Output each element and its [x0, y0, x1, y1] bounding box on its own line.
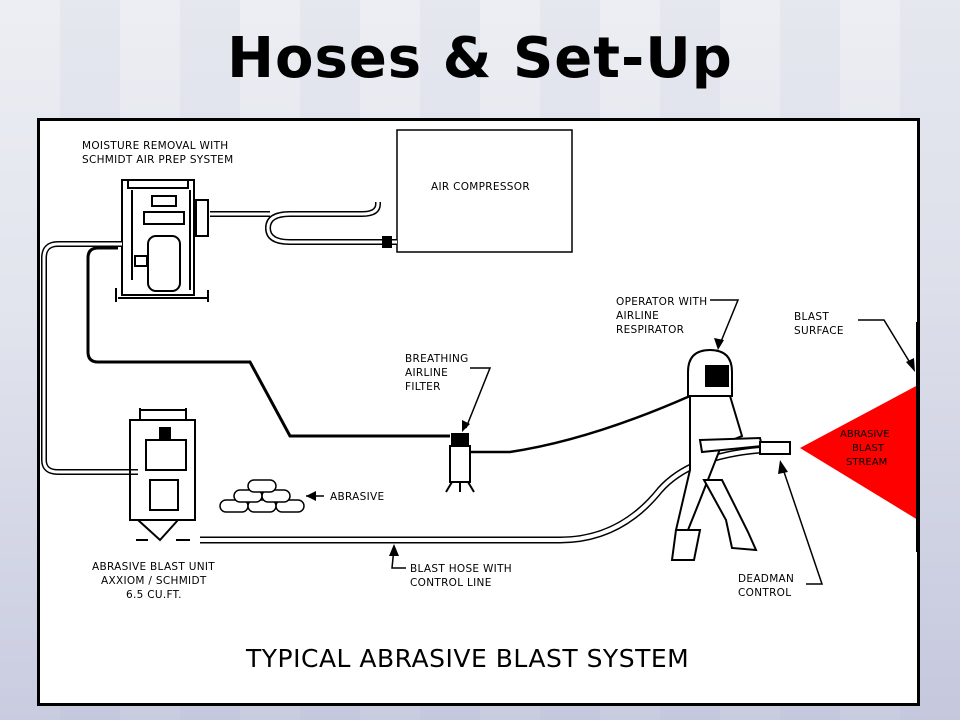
label-moisture-2: SCHMIDT AIR PREP SYSTEM: [82, 154, 233, 166]
breathing-airline-filter: [445, 433, 475, 493]
operator-figure: [670, 348, 764, 561]
air-compressor: [396, 129, 573, 253]
label-hose-2: CONTROL LINE: [410, 577, 492, 589]
label-breathing-2: AIRLINE: [405, 367, 448, 379]
label-unit-3: 6.5 CU.FT.: [126, 589, 182, 601]
label-breathing-1: BREATHING: [405, 353, 469, 365]
diagram-caption: TYPICAL ABRASIVE BLAST SYSTEM: [245, 644, 689, 673]
label-stream-3: STREAM: [846, 457, 887, 468]
abrasive-blast-stream: [800, 385, 918, 520]
slide-title: Hoses & Set-Up: [227, 26, 733, 91]
label-surface-1: BLAST: [794, 311, 829, 323]
abrasive-bags: [219, 479, 305, 513]
label-hose-1: BLAST HOSE WITH: [410, 563, 512, 575]
label-moisture-1: MOISTURE REMOVAL WITH: [82, 140, 229, 152]
label-abrasive: ABRASIVE: [330, 491, 384, 503]
label-operator-1: OPERATOR WITH: [616, 296, 707, 308]
air-prep-system: [115, 179, 209, 302]
label-breathing-3: FILTER: [405, 381, 441, 393]
label-air-compressor: AIR COMPRESSOR: [431, 181, 530, 193]
label-surface-2: SURFACE: [794, 325, 844, 337]
blast-nozzle: [759, 441, 791, 455]
label-unit-2: AXXIOM / SCHMIDT: [101, 575, 207, 587]
label-unit-1: ABRASIVE BLAST UNIT: [92, 561, 215, 573]
label-operator-2: AIRLINE: [616, 310, 659, 322]
label-stream-2: BLAST: [852, 443, 885, 454]
label-deadman-1: DEADMAN: [738, 573, 794, 585]
label-stream-1: ABRASIVE: [840, 429, 890, 440]
label-operator-3: RESPIRATOR: [616, 324, 684, 336]
abrasive-blast-unit: [129, 408, 196, 542]
label-deadman-2: CONTROL: [738, 587, 791, 599]
